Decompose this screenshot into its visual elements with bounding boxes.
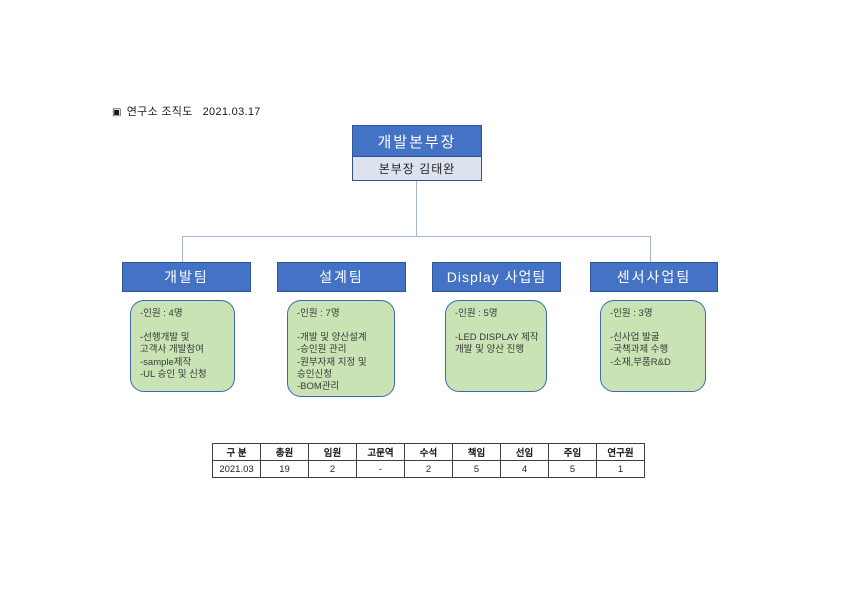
team-headcount: -인원 : 5명 (455, 308, 498, 319)
col-header-associate: 주임 (548, 443, 597, 461)
table-row: 2021.03 19 2 - 2 5 4 5 1 (212, 460, 645, 478)
col-header-principal: 수석 (404, 443, 453, 461)
document-title: ▣ 연구소 조직도 2021.03.17 (112, 103, 261, 119)
team-duties: -LED DISPLAY 제작 개발 및 양산 진행 (455, 331, 539, 356)
team-duties: -신사업 발굴 -국책과제 수행 -소재,부품R&D (610, 331, 671, 368)
team-box-display: Display 사업팀 (432, 262, 561, 292)
team-detail-design: -인원 : 7명 -개발 및 양산설계 -승인원 관리 -원부자재 지정 및 승… (287, 300, 395, 397)
cell-senior: 4 (500, 460, 549, 478)
cell-principal: 2 (404, 460, 453, 478)
connector-vertical-right (650, 236, 651, 262)
headcount-summary-table: 구 분 총원 임원 고문역 수석 책임 선임 주임 연구원 2021.03 19… (212, 443, 645, 478)
cell-researcher: 1 (596, 460, 645, 478)
col-header-category: 구 분 (212, 443, 261, 461)
connector-horizontal (182, 236, 651, 237)
square-bullet-icon: ▣ (112, 107, 122, 118)
team-duties: -개발 및 양산설계 -승인원 관리 -원부자재 지정 및 승인신청 -BOM관… (297, 331, 367, 393)
cell-advisor: - (356, 460, 405, 478)
team-detail-sensor: -인원 : 3명 -신사업 발굴 -국책과제 수행 -소재,부품R&D (600, 300, 706, 392)
col-header-chief: 책임 (452, 443, 501, 461)
document-date: 2021.03.17 (202, 106, 261, 118)
document-title-text: 연구소 조직도 (126, 106, 193, 118)
cell-associate: 5 (548, 460, 597, 478)
team-box-design: 설계팀 (277, 262, 406, 292)
head-box: 개발본부장 본부장 김태완 (352, 125, 482, 181)
col-header-total: 총원 (260, 443, 309, 461)
cell-total: 19 (260, 460, 309, 478)
team-duties: -선행개발 및 고객사 개발참여 -sample제작 -UL 승인 및 신청 (140, 331, 207, 380)
team-box-development: 개발팀 (122, 262, 251, 292)
connector-vertical-center (416, 181, 417, 236)
team-detail-display: -인원 : 5명 -LED DISPLAY 제작 개발 및 양산 진행 (445, 300, 547, 392)
team-headcount: -인원 : 7명 (297, 308, 340, 319)
team-box-sensor: 센서사업팀 (590, 262, 718, 292)
col-header-researcher: 연구원 (596, 443, 645, 461)
col-header-senior: 선임 (500, 443, 549, 461)
team-headcount: -인원 : 3명 (610, 308, 653, 319)
team-headcount: -인원 : 4명 (140, 308, 183, 319)
cell-chief: 5 (452, 460, 501, 478)
head-title: 개발본부장 (352, 125, 482, 157)
col-header-executive: 임원 (308, 443, 357, 461)
cell-category: 2021.03 (212, 460, 261, 478)
table-header-row: 구 분 총원 임원 고문역 수석 책임 선임 주임 연구원 (212, 443, 645, 461)
cell-executive: 2 (308, 460, 357, 478)
head-manager: 본부장 김태완 (352, 157, 482, 181)
team-detail-development: -인원 : 4명 -선행개발 및 고객사 개발참여 -sample제작 -UL … (130, 300, 235, 392)
col-header-advisor: 고문역 (356, 443, 405, 461)
connector-vertical-left (182, 236, 183, 262)
